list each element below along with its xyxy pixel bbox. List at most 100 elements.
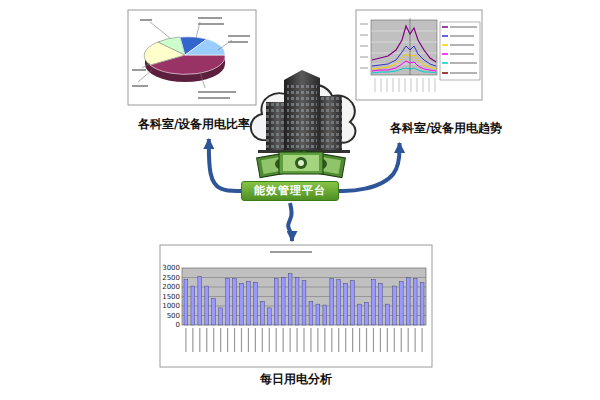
bar (316, 304, 320, 325)
pie-chart-part (138, 22, 232, 88)
line-chart-part-part (387, 78, 388, 92)
tick-label-mark (303, 328, 304, 352)
axis-label: 3000 (162, 264, 180, 272)
bar (372, 279, 376, 325)
platform-label: 能效管理平台 (254, 184, 326, 198)
bar-chart-part (182, 268, 426, 325)
bar-chart-part (270, 251, 312, 253)
tick-label-mark (331, 328, 332, 352)
tick-label-mark (269, 328, 270, 352)
line-chart-part-part (450, 35, 474, 37)
building-icon-part (287, 84, 317, 150)
bar (302, 280, 306, 325)
line-chart-part-part (405, 78, 406, 92)
bar (226, 278, 230, 325)
tick-label-mark (373, 328, 374, 352)
money-icon (257, 150, 346, 177)
axis-label: 2000 (162, 283, 180, 291)
axis-label: 2500 (162, 274, 180, 282)
chart-panel: 各科室/设备用电趋势 (352, 8, 510, 140)
line-chart-part-part (360, 35, 368, 36)
pie-chart-part-part (138, 70, 152, 82)
bar (399, 281, 403, 325)
bar-chart-part (160, 245, 432, 367)
bar (413, 278, 417, 325)
flow-arrow (288, 203, 292, 241)
tick-label-mark (338, 328, 339, 352)
line-chart-part-part (442, 44, 448, 46)
axis-label: 500 (162, 312, 180, 320)
pie-chart-part-part (150, 22, 170, 38)
bar (309, 301, 313, 325)
tick-label-mark (366, 328, 367, 352)
bar (385, 304, 389, 325)
bar (274, 278, 278, 325)
line-chart-part-part (450, 26, 477, 28)
tick-label-mark (213, 328, 214, 352)
tick-label-mark (241, 328, 242, 352)
tick-label-mark (317, 328, 318, 352)
money-icon-part (298, 160, 304, 166)
tick-label-mark (290, 328, 291, 352)
tick-label-mark (415, 328, 416, 352)
line-chart-part-part (360, 68, 368, 69)
line-chart-part-part (435, 78, 436, 92)
line-chart-part-part (450, 44, 474, 46)
line-chart-part-part (375, 78, 376, 92)
tick-label-mark (310, 328, 311, 352)
tick-label-mark (359, 328, 360, 352)
line-chart-part-part (360, 46, 368, 47)
tick-label-mark (185, 328, 186, 352)
line-chart-part-part (450, 62, 477, 64)
tick-label-mark (255, 328, 256, 352)
bar (392, 286, 396, 325)
pie-chart-part-part (198, 91, 236, 93)
bar (184, 279, 188, 325)
bar (323, 305, 327, 325)
bar (212, 298, 216, 325)
tick-label-mark (345, 328, 346, 352)
pie-chart-part-part (228, 41, 248, 43)
pie-chart-part (128, 10, 256, 105)
bar (191, 286, 195, 325)
line-chart-part-part (371, 64, 437, 65)
bar (260, 301, 264, 325)
line-chart-part (372, 61, 436, 71)
tick-label-mark (401, 328, 402, 352)
bar (219, 308, 223, 325)
line-chart (356, 10, 482, 100)
line-chart-part-part (417, 78, 418, 92)
money-icon-part (283, 155, 319, 171)
line-chart-part-part (442, 35, 448, 37)
bar-chart (160, 245, 432, 367)
bar (406, 278, 410, 326)
line-chart-part-part (429, 78, 430, 92)
line-chart-part-part (399, 78, 400, 92)
chart-caption: 每日用电分析 (166, 371, 426, 387)
tick-label-mark (262, 328, 263, 352)
money-icon-part (295, 157, 307, 169)
line-chart-part (410, 18, 411, 75)
bar (253, 282, 257, 325)
bar (358, 304, 362, 325)
bar (233, 278, 237, 325)
bar (240, 283, 244, 325)
line-chart-part-part (442, 53, 448, 55)
building-icon-part (284, 70, 320, 152)
money-icon-part (279, 152, 323, 174)
bar (344, 283, 348, 325)
tick-label-mark (199, 328, 200, 352)
line-chart-part-part (450, 72, 477, 74)
pie-chart-part (132, 18, 250, 98)
bar (288, 274, 292, 325)
line-chart-part-part (411, 78, 412, 92)
tick-label-mark (248, 328, 249, 352)
tick-label-mark (227, 328, 228, 352)
chart-panel: 每日用电分析 (160, 243, 432, 389)
line-chart-part (375, 78, 435, 92)
tick-label-mark (408, 328, 409, 352)
tick-label-mark (296, 328, 297, 352)
tick-label-mark (387, 328, 388, 352)
line-chart-part (442, 27, 448, 73)
